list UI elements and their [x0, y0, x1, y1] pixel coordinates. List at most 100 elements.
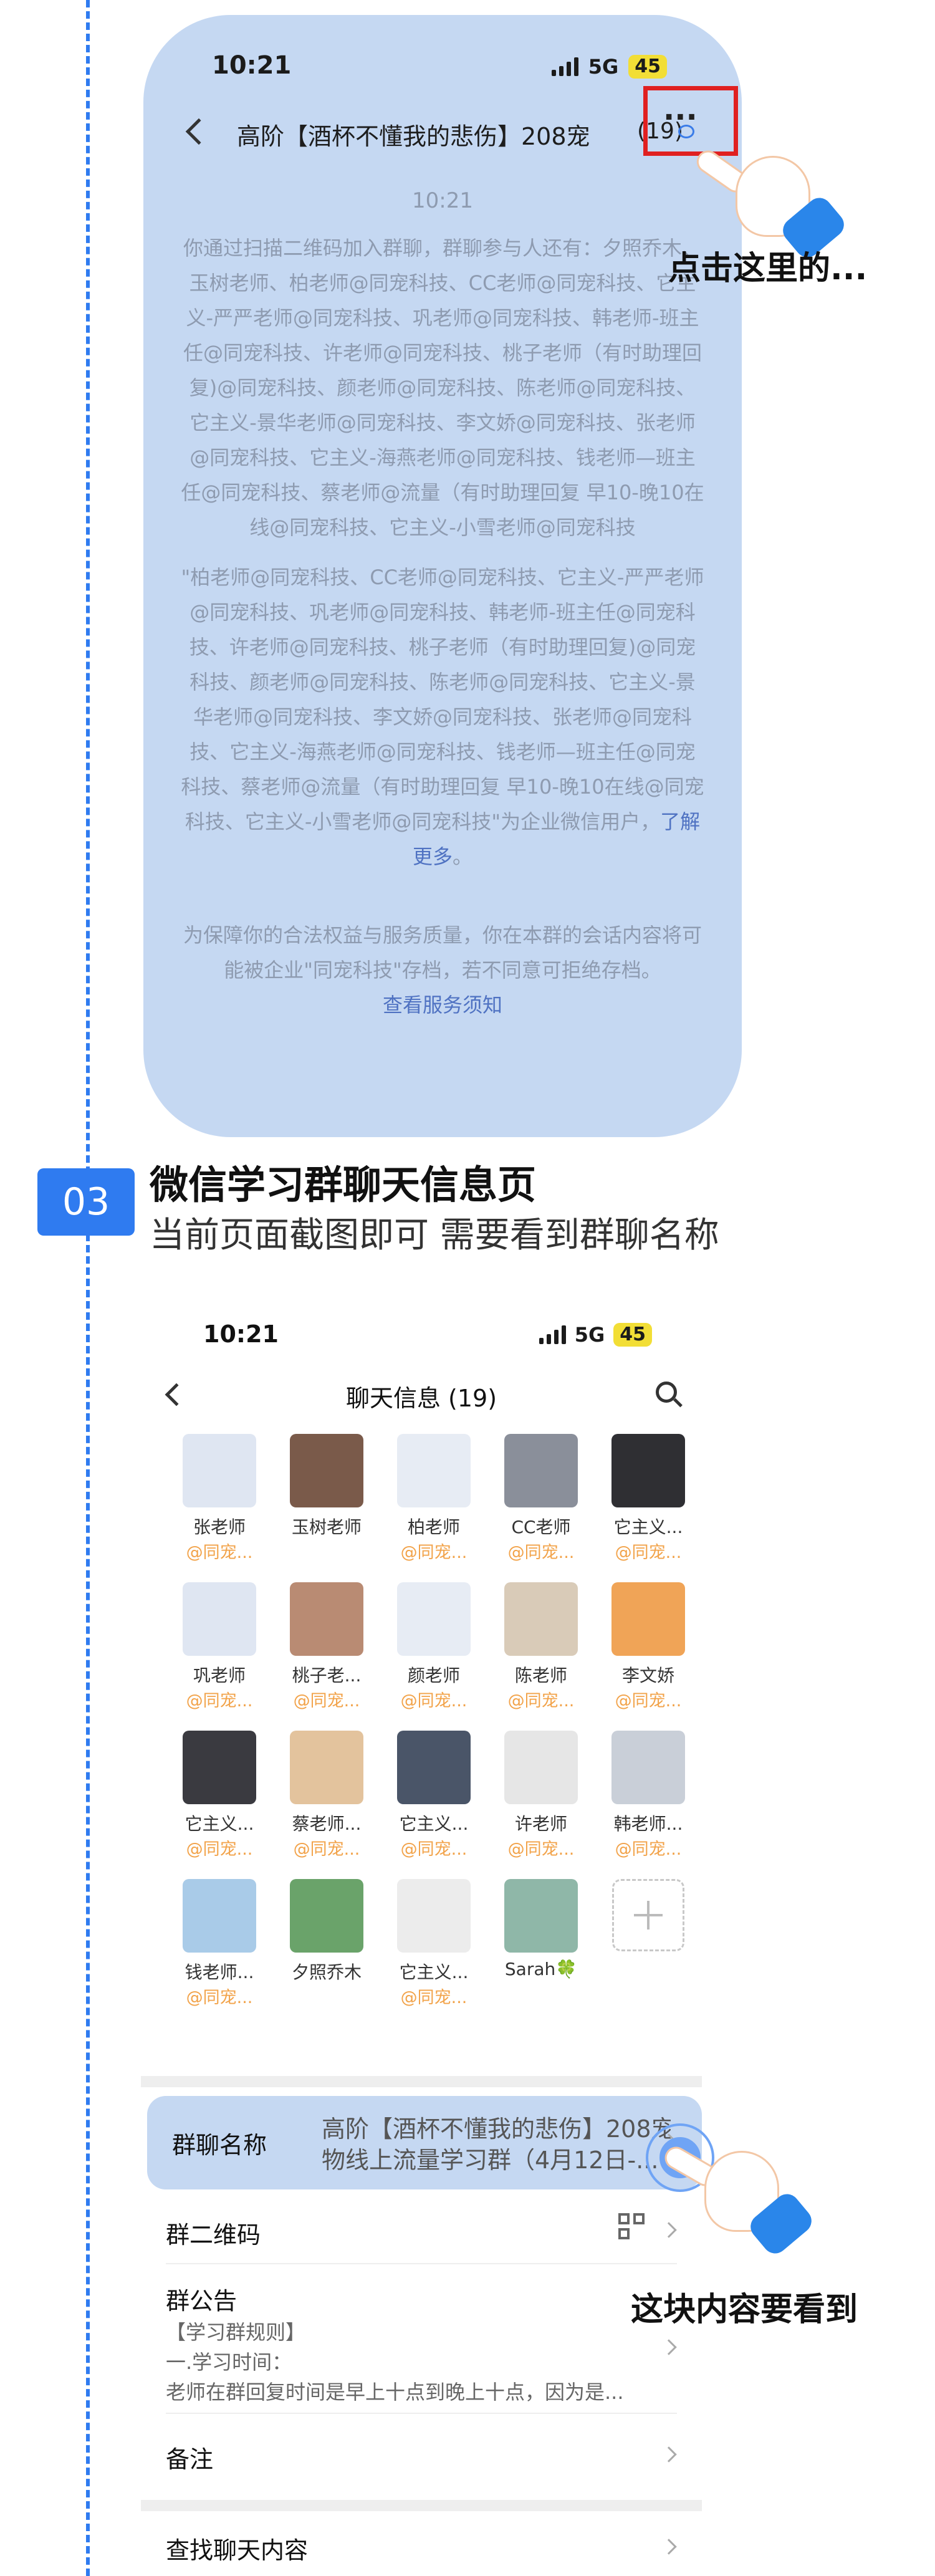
- group-notice-label: 群公告: [166, 2287, 237, 2315]
- join-notice: 你通过扫描二维码加入群聊，群聊参与人还有：夕照乔木、玉树老师、柏老师@同宠科技、…: [181, 236, 704, 539]
- signal-icon: [551, 57, 578, 76]
- chat-info-screen: 10:21 5G 45 聊天信息 (19) 张老师@同宠...玉树老师柏老师@同…: [141, 1309, 702, 2576]
- group-name-label: 群聊名称: [172, 2131, 267, 2159]
- member-name: 韩老师...: [613, 1814, 683, 1834]
- network-label: 5G: [574, 1323, 605, 1347]
- member-tile[interactable]: 柏老师@同宠...: [380, 1434, 487, 1566]
- member-tile[interactable]: 玉树老师: [273, 1434, 380, 1566]
- member-tile[interactable]: 它主义...@同宠...: [166, 1731, 273, 1863]
- chevron-right-icon: [661, 2339, 677, 2355]
- member-name: 巩老师: [193, 1665, 246, 1686]
- status-time: 10:21: [203, 1320, 279, 1348]
- archive-notice: 为保障你的合法权益与服务质量，你在本群的会话内容将可能被企业"同宠科技"存档，若…: [183, 923, 702, 982]
- learn-more-link[interactable]: 了解更多: [412, 810, 701, 868]
- member-tile[interactable]: 蔡老师... @同宠...: [273, 1731, 380, 1863]
- avatar: [397, 1879, 471, 1953]
- avatar: [504, 1582, 578, 1656]
- member-tile[interactable]: 它主义... @同宠...: [595, 1434, 702, 1566]
- member-org: @同宠...: [293, 1840, 360, 1859]
- member-tile[interactable]: 许老师 @同宠...: [487, 1731, 595, 1863]
- member-name: 它主义...: [613, 1517, 683, 1537]
- member-tile[interactable]: 钱老师...@同宠...: [166, 1879, 273, 2011]
- status-time: 10:21: [212, 51, 292, 80]
- member-tile[interactable]: 颜老师 @同宠...: [380, 1582, 487, 1714]
- member-tile[interactable]: 韩老师... @同宠...: [595, 1731, 702, 1863]
- member-name: 颜老师: [407, 1665, 460, 1686]
- member-tile[interactable]: 它主义... @同宠...: [380, 1879, 487, 2011]
- search-chat-row[interactable]: 查找聊天内容: [141, 2516, 702, 2576]
- step-number-badge: 03: [37, 1168, 135, 1236]
- avatar: [290, 1434, 363, 1507]
- member-org: @同宠...: [400, 1840, 467, 1859]
- member-name: 它主义...: [399, 1962, 469, 1982]
- member-tile[interactable]: 它主义... @同宠...: [380, 1731, 487, 1863]
- avatar: [183, 1434, 256, 1507]
- chat-title: 高阶【酒杯不懂我的悲伤】208宠: [237, 123, 590, 150]
- member-name: CC老师: [511, 1517, 571, 1537]
- member-tile[interactable]: 李文娇@同宠...: [595, 1582, 702, 1714]
- avatar: [397, 1731, 471, 1804]
- search-chat-label: 查找聊天内容: [166, 2537, 309, 2564]
- section-separator: [141, 2076, 702, 2087]
- avatar: [397, 1582, 471, 1656]
- chat-bubble-icon: [678, 125, 694, 138]
- avatar: [183, 1582, 256, 1656]
- remark-row[interactable]: 备注: [141, 2419, 702, 2487]
- member-tile[interactable]: CC老师 @同宠...: [487, 1434, 595, 1566]
- member-org: @同宠...: [507, 1543, 575, 1562]
- service-terms-link[interactable]: 查看服务须知: [382, 993, 502, 1017]
- more-options-button[interactable]: ···: [663, 100, 698, 135]
- remark-label: 备注: [166, 2446, 214, 2473]
- member-org: @同宠...: [186, 1691, 253, 1711]
- notice-line: 老师在群回复时间是早上十点到晚上十点，因为是...: [166, 2380, 624, 2404]
- member-org: @同宠...: [400, 1988, 467, 2007]
- member-org: @同宠...: [507, 1840, 575, 1859]
- avatar: [504, 1731, 578, 1804]
- member-tile[interactable]: 张老师 @同宠...: [166, 1434, 273, 1566]
- group-name-value: 高阶【酒杯不懂我的悲伤】208宠 物线上流量学习群（4月12日-...: [322, 2115, 671, 2174]
- avatar: [290, 1582, 363, 1656]
- group-name-row[interactable]: 群聊名称 高阶【酒杯不懂我的悲伤】208宠 物线上流量学习群（4月12日-...: [147, 2096, 702, 2189]
- status-bar: 10:21 5G 45: [203, 1320, 652, 1355]
- avatar: [183, 1731, 256, 1804]
- member-tile[interactable]: 陈老师@同宠...: [487, 1582, 595, 1714]
- member-name: 它主义...: [185, 1814, 254, 1834]
- member-org: @同宠...: [615, 1840, 682, 1859]
- group-qr-row[interactable]: 群二维码: [141, 2194, 702, 2263]
- avatar: [611, 1434, 685, 1507]
- member-tile[interactable]: Sarah🍀: [487, 1879, 595, 2011]
- status-bar: 10:21 5G 45: [212, 51, 667, 89]
- member-org: @同宠...: [400, 1691, 467, 1711]
- member-tile[interactable]: 巩老师 @同宠...: [166, 1582, 273, 1714]
- back-chevron-icon[interactable]: [185, 118, 213, 145]
- chevron-right-icon: [661, 2222, 677, 2238]
- search-icon[interactable]: [656, 1382, 677, 1403]
- chat-system-messages: 10:21 你通过扫描二维码加入群聊，群聊参与人还有：夕照乔木、玉树老师、柏老师…: [181, 183, 704, 1022]
- tap-instruction-caption: 点击这里的...: [668, 250, 868, 287]
- member-name: 夕照乔木: [291, 1962, 362, 1982]
- member-tile[interactable]: 桃子老...@同宠...: [273, 1582, 380, 1714]
- member-name: 蔡老师...: [292, 1814, 362, 1834]
- avatar: [397, 1434, 471, 1507]
- group-notice-row[interactable]: 群公告 【学习群规则】 一.学习时间： 老师在群回复时间是早上十点到晚上十点，因…: [141, 2269, 702, 2406]
- section-separator: [141, 2500, 702, 2511]
- member-tile[interactable]: 夕照乔木: [273, 1879, 380, 2011]
- member-name: 桃子老...: [292, 1665, 362, 1686]
- member-org: @同宠...: [615, 1691, 682, 1711]
- section-title: 微信学习群聊天信息页: [150, 1162, 537, 1208]
- member-org: @同宠...: [615, 1543, 682, 1562]
- chevron-right-icon: [661, 2539, 677, 2555]
- member-name: 它主义...: [399, 1814, 469, 1834]
- highlight-box: [643, 86, 738, 156]
- member-name: 张老师: [193, 1517, 246, 1537]
- member-org: @同宠...: [186, 1543, 253, 1562]
- add-member-button[interactable]: [595, 1879, 702, 2011]
- member-name: 许老师: [514, 1814, 567, 1834]
- group-qr-label: 群二维码: [166, 2221, 261, 2249]
- highlight-instruction-caption: 这块内容要看到: [631, 2291, 858, 2328]
- member-grid: 张老师@同宠...玉树老师柏老师@同宠...CC老师@同宠...它主义...@同…: [166, 1434, 702, 2011]
- wecom-notice: "柏老师@同宠科技、CC老师@同宠科技、它主义-严严老师@同宠科技、巩老师@同宠…: [181, 565, 704, 868]
- avatar: [290, 1879, 363, 1953]
- member-org: @同宠...: [186, 1988, 253, 2007]
- divider: [166, 2263, 677, 2264]
